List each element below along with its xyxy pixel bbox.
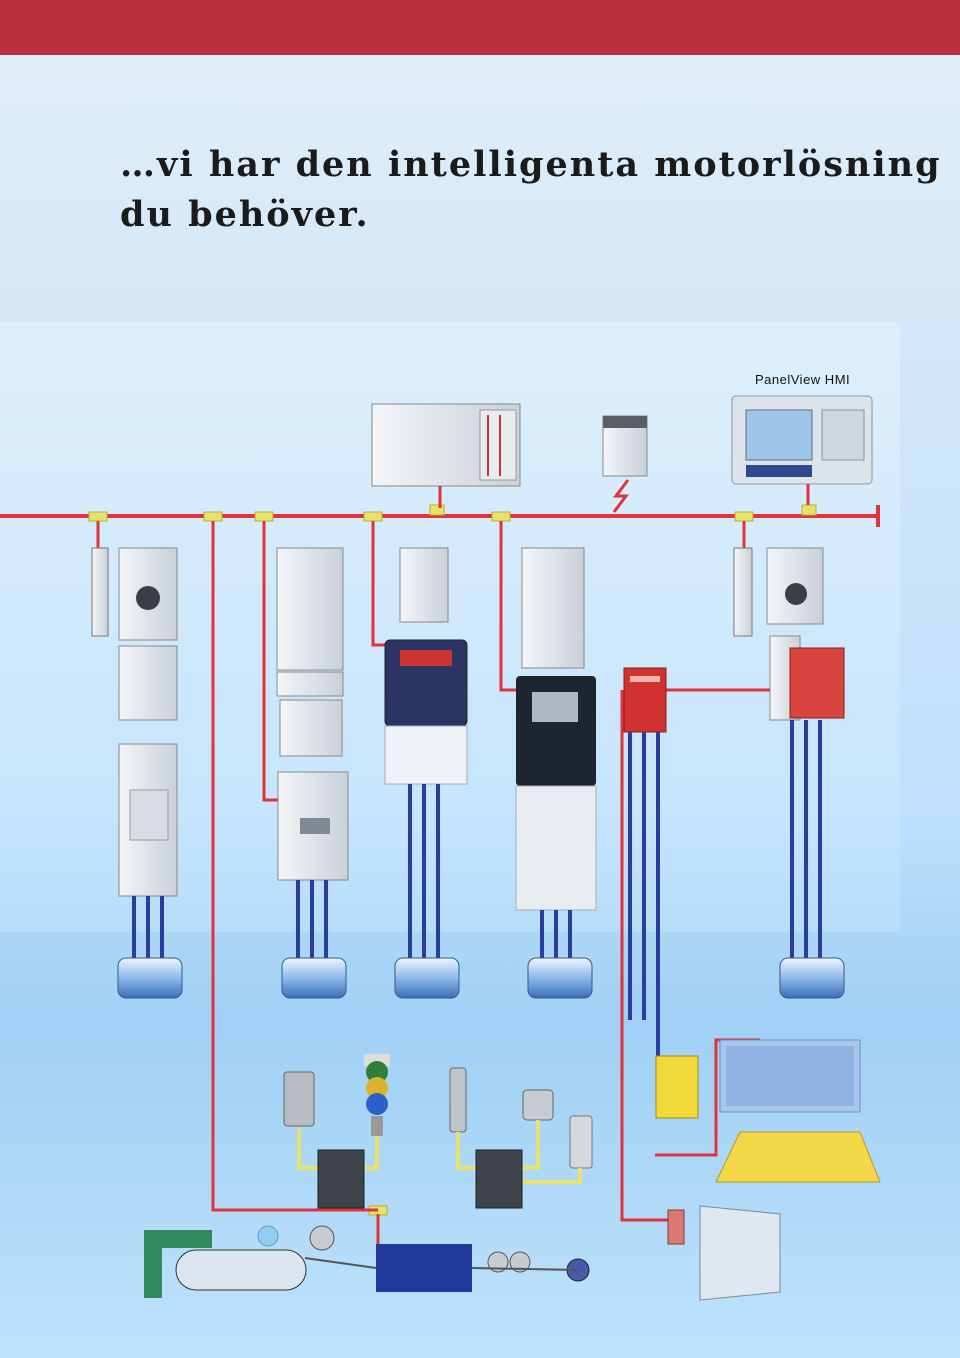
safety-door (667, 1205, 781, 1301)
wireless-gateway (602, 415, 648, 513)
network-drops (96, 521, 770, 1245)
safety-relay (623, 667, 667, 733)
safety-switch-box (655, 1055, 699, 1119)
plc-controller (371, 403, 521, 508)
headline-line-1: …vi har den intelligenta motorlösning (120, 144, 942, 185)
devicenet-trunk (0, 505, 880, 527)
motors (117, 957, 845, 999)
page-headline: …vi har den intelligenta motorlösning du… (120, 140, 942, 240)
powerflex-700-column (515, 547, 597, 911)
starter-column-2 (276, 547, 349, 881)
top-banner (0, 0, 960, 55)
powerflex-4-column (384, 547, 468, 785)
starter-column-1 (91, 547, 178, 897)
motor-cables (132, 720, 822, 1060)
starter-column-5 (733, 547, 845, 721)
panelview-hmi-label: PanelView HMI (755, 372, 851, 387)
headline-line-2: du behöver. (120, 194, 370, 235)
safety-light-curtain (719, 1039, 861, 1113)
io-blocks (317, 1149, 523, 1209)
safety-mat (715, 1131, 881, 1183)
production-line (144, 1225, 590, 1298)
field-devices (283, 1054, 593, 1169)
panelview-hmi (731, 395, 873, 505)
